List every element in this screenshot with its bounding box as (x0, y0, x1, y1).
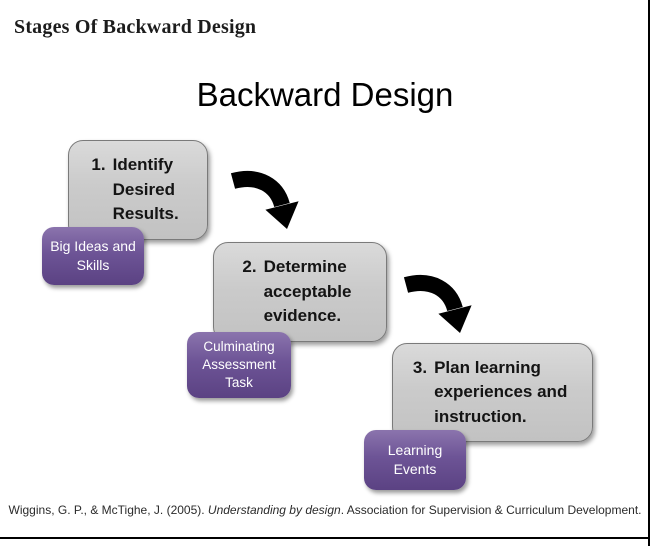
stage-2-label: Determine acceptable evidence. (263, 257, 352, 326)
stage-3-text: 3. Plan learning experiences and instruc… (413, 356, 572, 430)
curved-arrow-icon (221, 167, 301, 237)
frame-bottom-border (0, 537, 650, 539)
page-title: Stages Of Backward Design (14, 16, 257, 38)
citation: Wiggins, G. P., & McTighe, J. (2005). Un… (0, 503, 650, 517)
stage-box-2: 2. Determine acceptable evidence. (213, 242, 387, 342)
citation-pre: Wiggins, G. P., & McTighe, J. (2005). (8, 503, 208, 517)
citation-book-title: Understanding by design (207, 503, 341, 517)
stage-2-text: 2. Determine acceptable evidence. (242, 255, 357, 329)
stage-3-number: 3. (412, 357, 428, 377)
frame-right-border (648, 0, 650, 546)
stage-2-badge: Culminating Assessment Task (187, 332, 291, 398)
stage-1-number: 1. (91, 155, 106, 175)
stage-3-label: Plan learning experiences and instructio… (434, 357, 568, 426)
curved-arrow-icon (394, 271, 474, 341)
stage-1-badge: Big Ideas and Skills (42, 227, 144, 285)
stage-1-label: Identify Desired Results. (112, 155, 179, 224)
stage-3-badge: Learning Events (364, 430, 466, 490)
diagram-title: Backward Design (196, 76, 454, 113)
stage-box-3: 3. Plan learning experiences and instruc… (392, 343, 593, 442)
stage-1-text: 1. Identify Desired Results. (91, 153, 184, 227)
stage-box-1: 1. Identify Desired Results. (68, 140, 208, 240)
citation-post: . Association for Supervision & Curricul… (340, 503, 642, 517)
stage-2-number: 2. (242, 257, 257, 277)
